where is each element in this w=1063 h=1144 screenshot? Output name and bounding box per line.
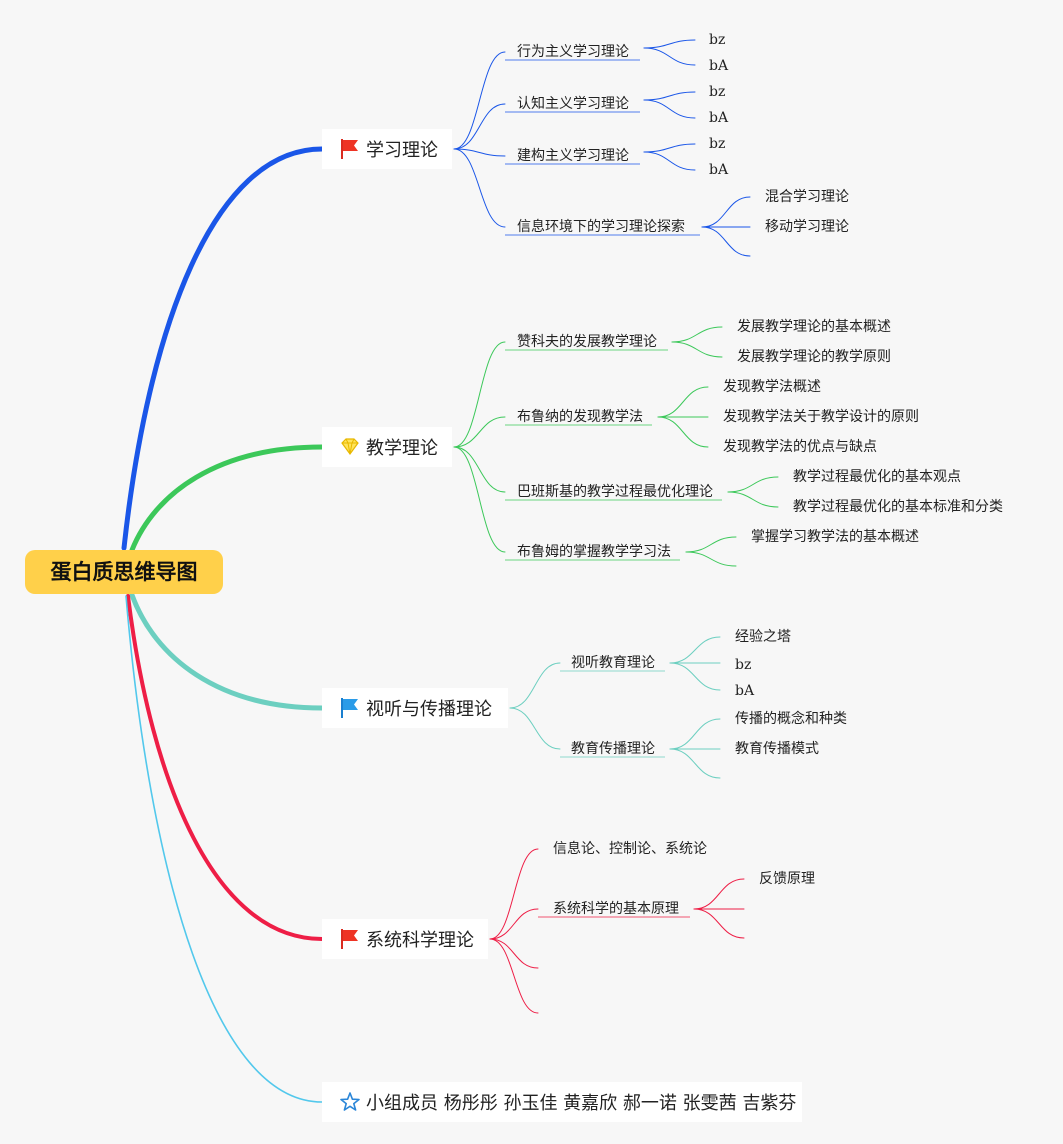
connector-learning-info: [453, 148, 506, 228]
topic-label: 系统科学理论: [366, 930, 474, 951]
connector-learning-leaf: [643, 39, 696, 49]
red-flag-icon: [340, 138, 360, 160]
connector-teaching-2: [453, 446, 506, 493]
subtopic-zankov[interactable]: 赞科夫的发展教学理论: [517, 334, 657, 350]
subtopic-constructivism[interactable]: 建构主义学习理论: [517, 148, 629, 164]
connector-learning-bhv: [453, 51, 506, 150]
leaf-text[interactable]: 经验之塔: [735, 629, 791, 645]
subtopic-system-principles[interactable]: 系统科学的基本原理: [553, 901, 679, 917]
connector-systems-3: [489, 938, 539, 1014]
topic-teaching-theory[interactable]: 教学理论: [322, 427, 452, 467]
leaf-text[interactable]: 发展教学理论的教学原则: [737, 349, 891, 365]
leaf-text[interactable]: bz: [709, 84, 726, 100]
leaf-text[interactable]: bA: [709, 58, 729, 74]
topic-label: 小组成员 杨彤彤 孙玉佳 黄嘉欣 郝一诺 张雯茜 吉紫芬: [366, 1093, 797, 1114]
leaf-text[interactable]: bA: [735, 683, 755, 699]
connector-teaching-1: [453, 416, 506, 448]
topic-group-members[interactable]: 小组成员 杨彤彤 孙玉佳 黄嘉欣 郝一诺 张雯茜 吉紫芬: [322, 1082, 802, 1122]
red-flag-icon: [340, 928, 360, 950]
subtopic-bloom[interactable]: 布鲁姆的掌握教学学习法: [517, 544, 671, 560]
connector-learning-leaf: [643, 47, 696, 66]
connector-systems-2: [489, 938, 539, 969]
connector-teaching-leaf: [727, 476, 779, 493]
connector-learning-leaf: [643, 99, 696, 119]
connector-systems-leaf: [693, 908, 745, 939]
connector-learning-leaf: [701, 196, 751, 228]
leaf-text[interactable]: bz: [709, 32, 726, 48]
subtopic-edu-communication[interactable]: 教育传播理论: [571, 741, 655, 757]
topic-label: 教学理论: [366, 438, 438, 459]
topic-systems-science-theory[interactable]: 系统科学理论: [322, 919, 488, 959]
leaf-text[interactable]: 发现教学法关于教学设计的原则: [723, 409, 919, 425]
star-icon: [340, 1091, 360, 1113]
leaf-text[interactable]: 移动学习理论: [765, 219, 849, 235]
topic-label: 学习理论: [366, 140, 438, 161]
leaf-text[interactable]: 教学过程最优化的基本观点: [793, 469, 961, 485]
leaf-text[interactable]: 发现教学法的优点与缺点: [723, 439, 877, 455]
subtopic-behaviorism[interactable]: 行为主义学习理论: [517, 44, 629, 60]
topic-learning-theory[interactable]: 学习理论: [322, 129, 452, 169]
connector-root-systems: [126, 594, 324, 941]
connector-root-av: [129, 592, 325, 711]
connector-learning-leaf: [643, 91, 696, 101]
connector-av-leaf: [669, 718, 721, 750]
connector-systems-0: [489, 848, 539, 940]
connector-teaching-leaf: [685, 551, 737, 567]
topic-label: 视听与传播理论: [366, 699, 492, 720]
subtopic-info-environment[interactable]: 信息环境下的学习理论探索: [517, 219, 685, 235]
connector-teaching-3: [453, 446, 506, 553]
connector-teaching-leaf: [727, 491, 779, 508]
connector-learning-leaf: [643, 143, 696, 153]
connector-systems-leaf: [693, 878, 745, 910]
leaf-text[interactable]: 传播的概念和种类: [735, 711, 847, 727]
subtopic-bruner[interactable]: 布鲁纳的发现教学法: [517, 409, 643, 425]
leaf-text[interactable]: 发现教学法概述: [723, 379, 821, 395]
leaf-text[interactable]: bA: [709, 110, 729, 126]
connector-root-learning: [121, 146, 325, 551]
connector-learning-con: [453, 148, 506, 157]
leaf-text[interactable]: 掌握学习教学法的基本概述: [751, 529, 919, 545]
connector-teaching-leaf: [685, 536, 737, 553]
connector-av-0: [509, 662, 561, 709]
connector-teaching-leaf: [657, 416, 709, 448]
leaf-text[interactable]: bA: [709, 162, 729, 178]
leaf-text[interactable]: bz: [735, 657, 752, 673]
topic-av-communication-theory[interactable]: 视听与传播理论: [322, 688, 508, 728]
leaf-text[interactable]: 教学过程最优化的基本标准和分类: [793, 499, 1003, 515]
blue-flag-icon: [340, 697, 360, 719]
connector-av-1: [509, 707, 561, 750]
diamond-icon: [340, 436, 360, 458]
connector-root-teaching: [129, 444, 325, 553]
subtopic-av-education[interactable]: 视听教育理论: [571, 655, 655, 671]
connector-systems-1: [489, 908, 539, 940]
subtopic-babansky[interactable]: 巴班斯基的教学过程最优化理论: [517, 484, 713, 500]
subtopic-cognitivism[interactable]: 认知主义学习理论: [517, 96, 629, 112]
connector-av-leaf: [669, 636, 721, 664]
leaf-text[interactable]: 混合学习理论: [765, 189, 849, 205]
connector-teaching-leaf: [657, 386, 709, 418]
connector-av-leaf: [669, 748, 721, 779]
connector-learning-cog: [453, 103, 506, 150]
leaf-text[interactable]: 教育传播模式: [735, 741, 819, 757]
root-topic[interactable]: 蛋白质思维导图: [25, 550, 223, 594]
leaf-text[interactable]: 发展教学理论的基本概述: [737, 319, 891, 335]
connector-teaching-leaf: [671, 341, 723, 358]
connector-av-leaf: [669, 662, 721, 691]
connector-teaching-leaf: [671, 326, 723, 343]
leaf-text[interactable]: 反馈原理: [759, 871, 815, 887]
connector-learning-leaf: [701, 226, 751, 257]
leaf-text[interactable]: bz: [709, 136, 726, 152]
subtopic-three-theories[interactable]: 信息论、控制论、系统论: [553, 841, 707, 857]
connector-root-members: [125, 595, 323, 1103]
connector-teaching-0: [453, 341, 506, 448]
connector-learning-leaf: [643, 151, 696, 171]
